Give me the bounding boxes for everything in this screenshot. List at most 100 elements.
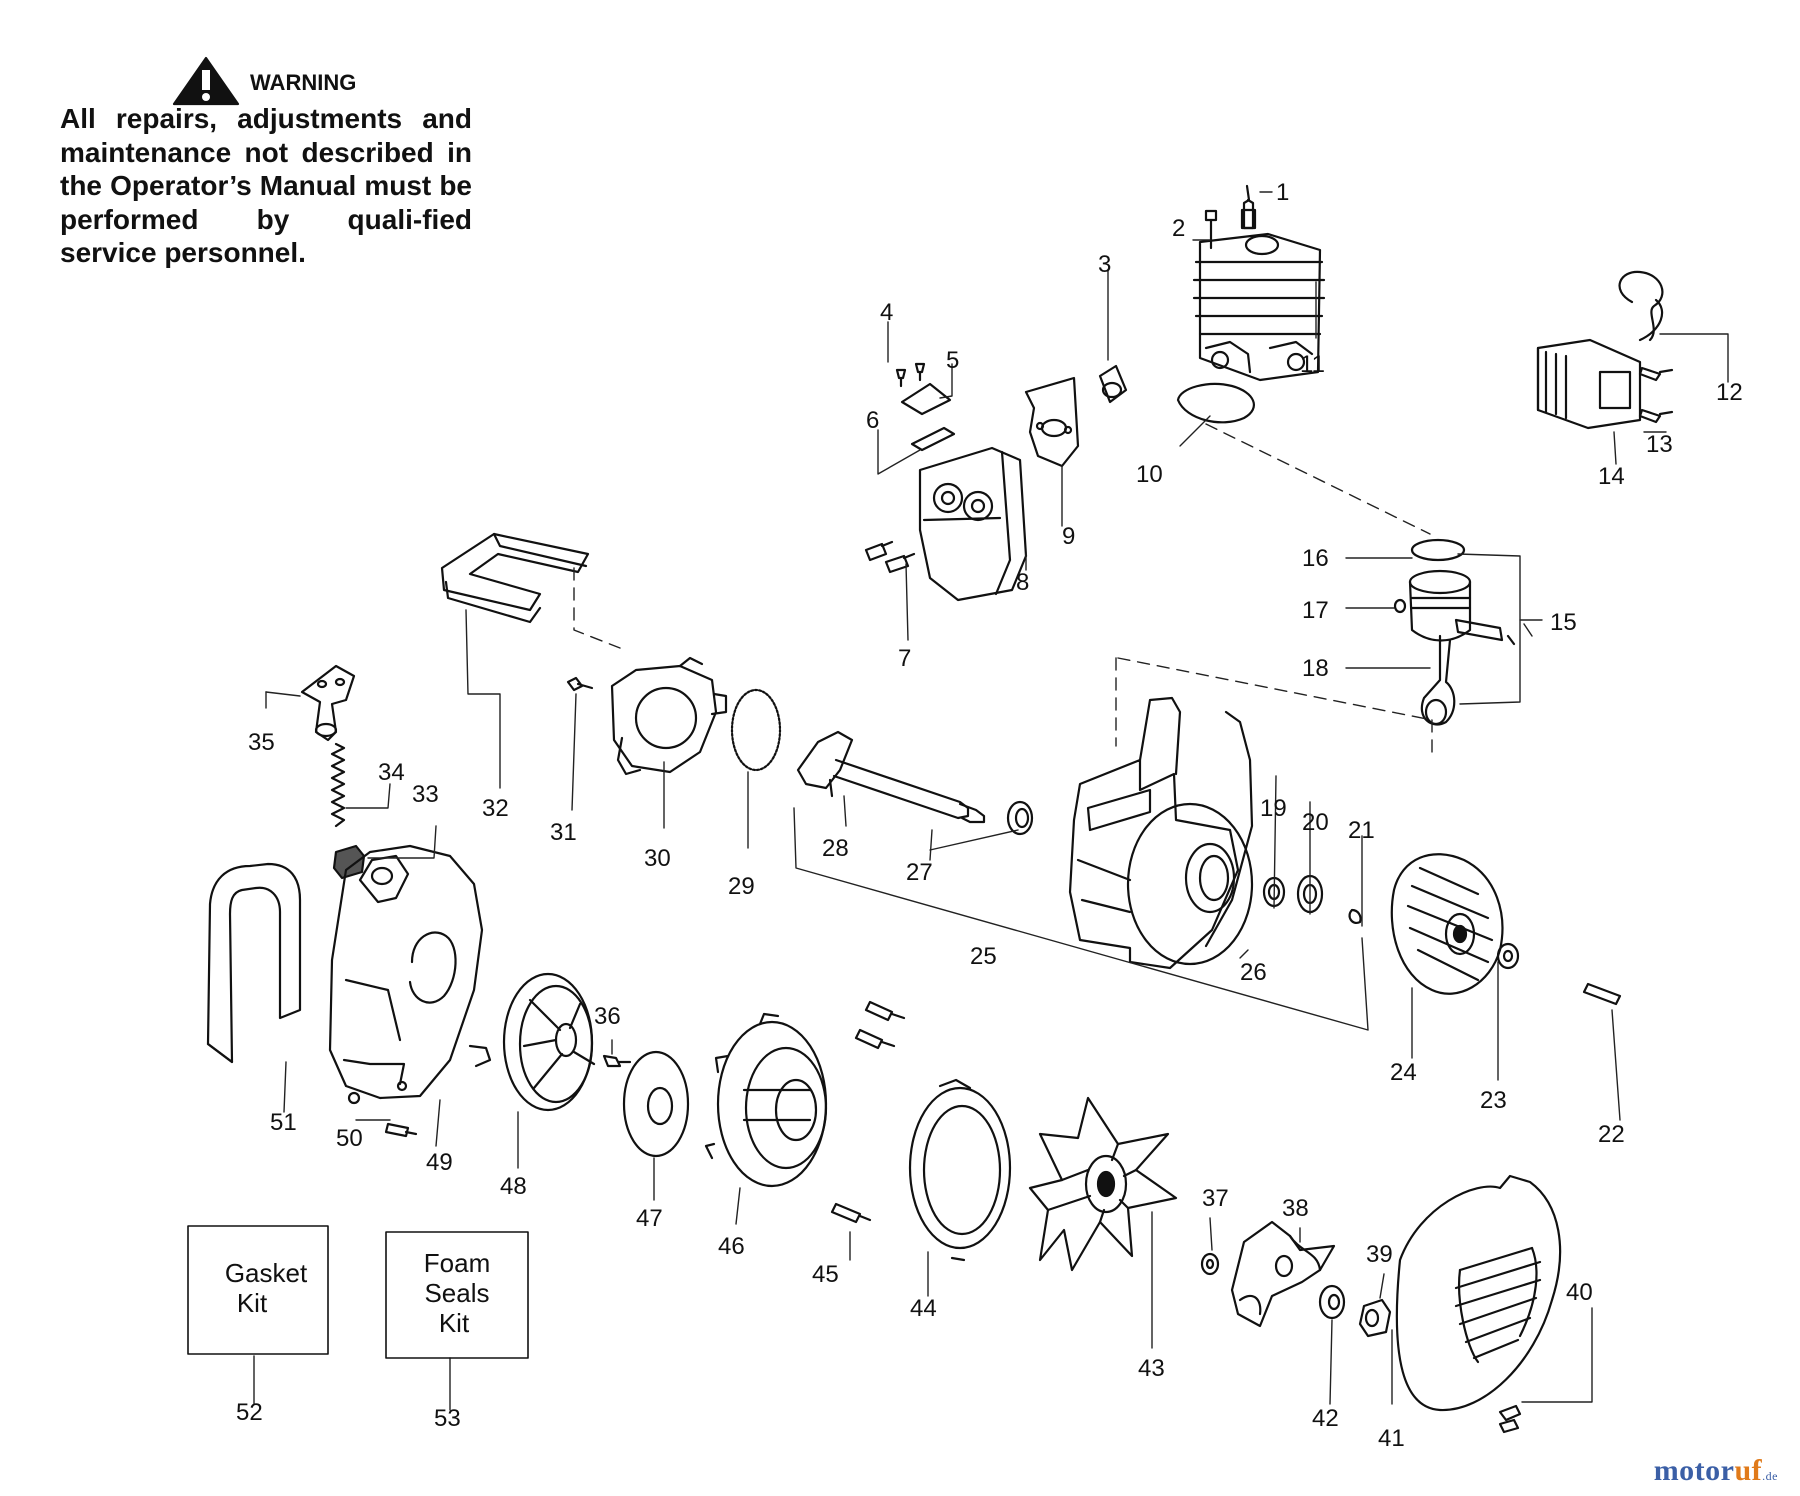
part-number-labels: 1 2 3 4 5 6 7 8 9 10 11 12 13 14 15 16 1… <box>236 179 1743 1452</box>
foam-kit-line1: Foam <box>424 1248 490 1278</box>
part-label: 48 <box>500 1173 527 1200</box>
part-label: 11 <box>1300 351 1325 378</box>
part-label: 25 <box>970 943 997 970</box>
part-label: 4 <box>880 299 893 326</box>
part-label: 19 <box>1260 795 1287 822</box>
warning-title: WARNING <box>250 70 356 95</box>
part-label: 28 <box>822 835 849 862</box>
part-primer-nut <box>332 844 366 880</box>
part-pin <box>1582 982 1622 1006</box>
part-bushing <box>1358 1298 1392 1338</box>
foam-kit-line2: Seals <box>424 1278 489 1308</box>
part-label: 20 <box>1302 809 1329 836</box>
part-label: 9 <box>1062 523 1075 550</box>
part-label: 47 <box>636 1205 663 1232</box>
part-crankcase <box>1068 696 1254 970</box>
part-primer-knob <box>300 664 356 742</box>
part-label: 38 <box>1282 1195 1309 1222</box>
part-label: 49 <box>426 1149 453 1176</box>
part-label: 30 <box>644 845 671 872</box>
part-label: 16 <box>1302 545 1329 572</box>
part-blower-housing <box>328 844 492 1105</box>
alignment-lines <box>573 423 1433 753</box>
part-cylinder-bolt <box>1204 209 1218 250</box>
part-label: 43 <box>1138 1355 1165 1382</box>
part-label: 3 <box>1098 251 1111 278</box>
part-label: 52 <box>236 1399 263 1426</box>
part-label: 8 <box>1016 569 1029 596</box>
watermark-part-a: motor <box>1653 1454 1735 1487</box>
part-label: 51 <box>270 1109 297 1136</box>
foam-kit-line3: Kit <box>439 1308 470 1338</box>
gasket-kit-line1: Gasket <box>225 1258 308 1288</box>
part-backplate <box>704 1012 828 1188</box>
part-hub-screw <box>602 1054 632 1068</box>
gasket-kit-line2: Kit <box>237 1288 268 1318</box>
part-label: 13 <box>1646 431 1673 458</box>
part-label: 23 <box>1480 1087 1507 1114</box>
part-crankshaft <box>796 730 986 824</box>
part-carb-housing <box>610 656 728 776</box>
part-housing-screw <box>384 1122 418 1138</box>
part-label: 26 <box>1240 959 1267 986</box>
part-muffler-bolts <box>864 540 916 574</box>
part-label: 34 <box>378 759 405 786</box>
watermark: motoruf.de <box>1654 1454 1778 1488</box>
part-foam-seal <box>206 862 302 1064</box>
part-bearings <box>1262 874 1362 924</box>
part-label: 39 <box>1366 1241 1393 1268</box>
part-label: 14 <box>1598 463 1625 490</box>
part-label: 10 <box>1136 461 1163 488</box>
part-label: 31 <box>550 819 577 846</box>
part-flywheel-washer <box>1496 942 1520 970</box>
part-label: 41 <box>1378 1425 1405 1452</box>
part-label: 27 <box>906 859 933 886</box>
part-module-screws <box>1638 366 1674 424</box>
part-screws-small <box>895 362 926 388</box>
part-label: 6 <box>866 407 879 434</box>
part-label: 12 <box>1716 379 1743 406</box>
part-label: 45 <box>812 1261 839 1288</box>
part-muffler-bracket <box>1024 376 1080 468</box>
part-backplate-screws <box>830 1000 906 1224</box>
part-ring-cover <box>908 1078 1012 1262</box>
part-label: 36 <box>594 1003 621 1030</box>
part-label: 44 <box>910 1295 937 1322</box>
part-impeller-hub <box>502 972 596 1112</box>
part-large-washer <box>622 1050 690 1158</box>
part-muffler <box>918 446 1028 602</box>
part-crank-seal <box>1006 800 1034 836</box>
part-label: 15 <box>1550 609 1577 636</box>
part-small-washer <box>1200 1252 1220 1276</box>
part-label: 37 <box>1202 1185 1229 1212</box>
part-label: 46 <box>718 1233 745 1260</box>
part-label: 35 <box>248 729 275 756</box>
gasket-kit-box <box>187 1225 329 1355</box>
part-label: 32 <box>482 795 509 822</box>
part-spring <box>330 742 346 828</box>
part-label: 24 <box>1390 1059 1417 1086</box>
part-label: 42 <box>1312 1405 1339 1432</box>
part-o-ring <box>730 688 782 772</box>
part-pawl-washer <box>1318 1284 1346 1320</box>
part-impeller <box>1028 1096 1178 1272</box>
part-label: 33 <box>412 781 439 808</box>
part-label: 17 <box>1302 597 1329 624</box>
part-label: 1 <box>1276 179 1289 206</box>
part-carb-screw <box>566 676 594 692</box>
part-cylinder <box>1192 232 1326 382</box>
part-label: 2 <box>1172 215 1185 242</box>
foam-kit-box <box>385 1231 529 1359</box>
warning-icon <box>172 56 240 106</box>
leader-lines <box>253 191 1729 1411</box>
part-blower-cover <box>1395 1174 1562 1434</box>
part-cylinder-gasket <box>1176 382 1255 424</box>
part-label: 18 <box>1302 655 1329 682</box>
part-foam-gasket-top <box>440 532 590 624</box>
part-label: 40 <box>1566 1279 1593 1306</box>
part-label: 53 <box>434 1405 461 1432</box>
part-label: 21 <box>1348 817 1375 844</box>
warning-text: All repairs, adjustments and maintenance… <box>60 103 472 268</box>
part-pawl-plate <box>1230 1220 1336 1328</box>
